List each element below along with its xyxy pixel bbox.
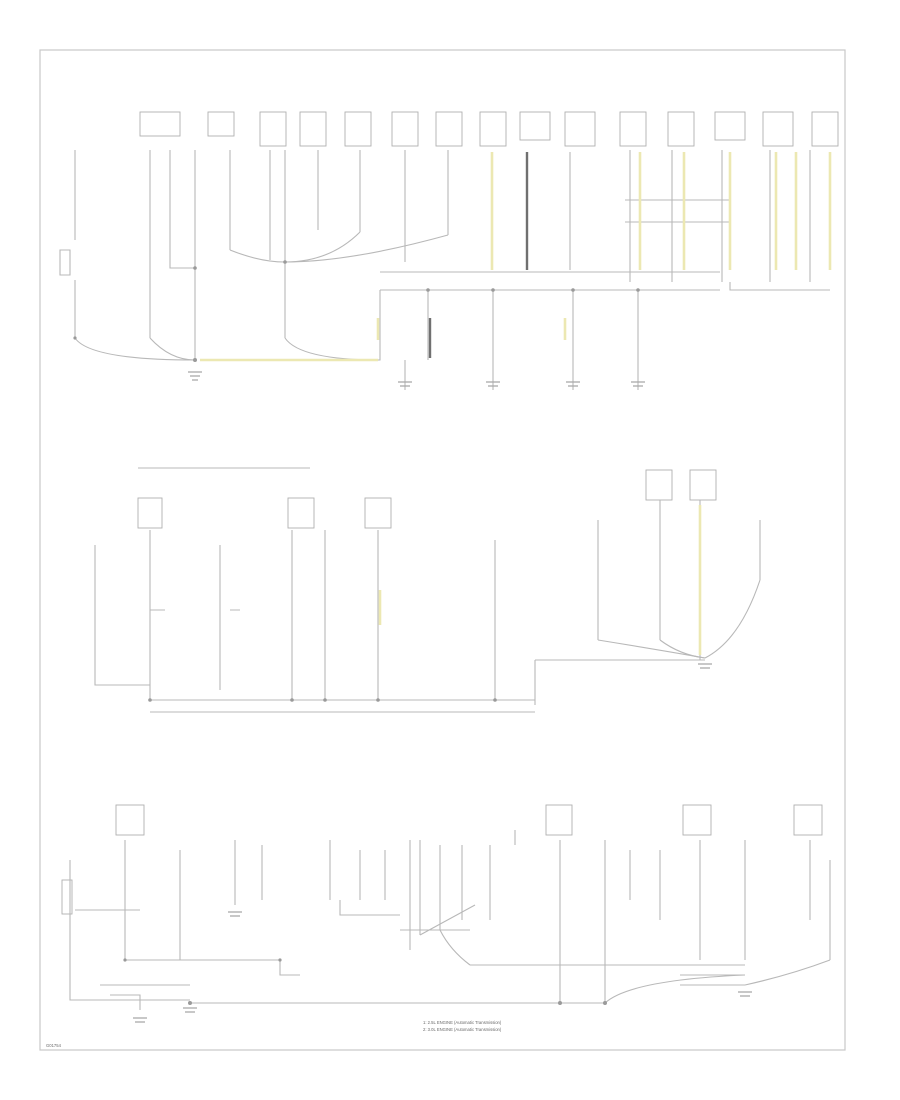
component-box	[479, 111, 507, 147]
component-box	[115, 804, 145, 836]
component-box	[344, 111, 372, 147]
ground-symbol	[486, 381, 500, 387]
ground-symbol	[133, 1017, 147, 1023]
component-box	[61, 879, 73, 915]
component-box	[364, 497, 392, 529]
component-box	[259, 111, 287, 147]
ground-symbol	[398, 381, 412, 387]
ground-symbol	[631, 381, 645, 387]
component-box	[667, 111, 695, 147]
ground-symbol	[566, 381, 580, 387]
component-box	[714, 111, 746, 141]
component-box	[564, 111, 596, 147]
middle-section	[94, 467, 761, 713]
component-box	[682, 804, 712, 836]
ground-symbol	[228, 911, 242, 917]
component-box	[619, 111, 647, 147]
top-section	[59, 111, 839, 390]
component-box	[793, 804, 823, 836]
component-box	[645, 469, 673, 501]
component-box	[391, 111, 419, 147]
footer-code: G01754	[46, 1043, 62, 1048]
component-box	[762, 111, 794, 147]
ground-symbol	[188, 371, 202, 381]
component-box	[299, 111, 327, 147]
component-box	[545, 804, 573, 836]
ground-symbol	[738, 991, 752, 997]
component-box	[139, 111, 181, 137]
component-box	[811, 111, 839, 147]
component-box	[137, 497, 163, 529]
component-box	[435, 111, 463, 147]
ground-symbol	[183, 1007, 197, 1013]
component-box	[689, 469, 717, 501]
ground-symbol	[698, 663, 712, 669]
bottom-section	[61, 804, 831, 1023]
component-box	[519, 111, 551, 141]
component-box	[287, 497, 315, 529]
legend-line: 2: 3.0L ENGINE (Automatic Transmission)	[423, 1027, 502, 1032]
legend-line: 1: 2.5L ENGINE (Automatic Transmission)	[423, 1020, 502, 1025]
component-box	[207, 111, 235, 137]
diagram-frame	[39, 49, 846, 1051]
